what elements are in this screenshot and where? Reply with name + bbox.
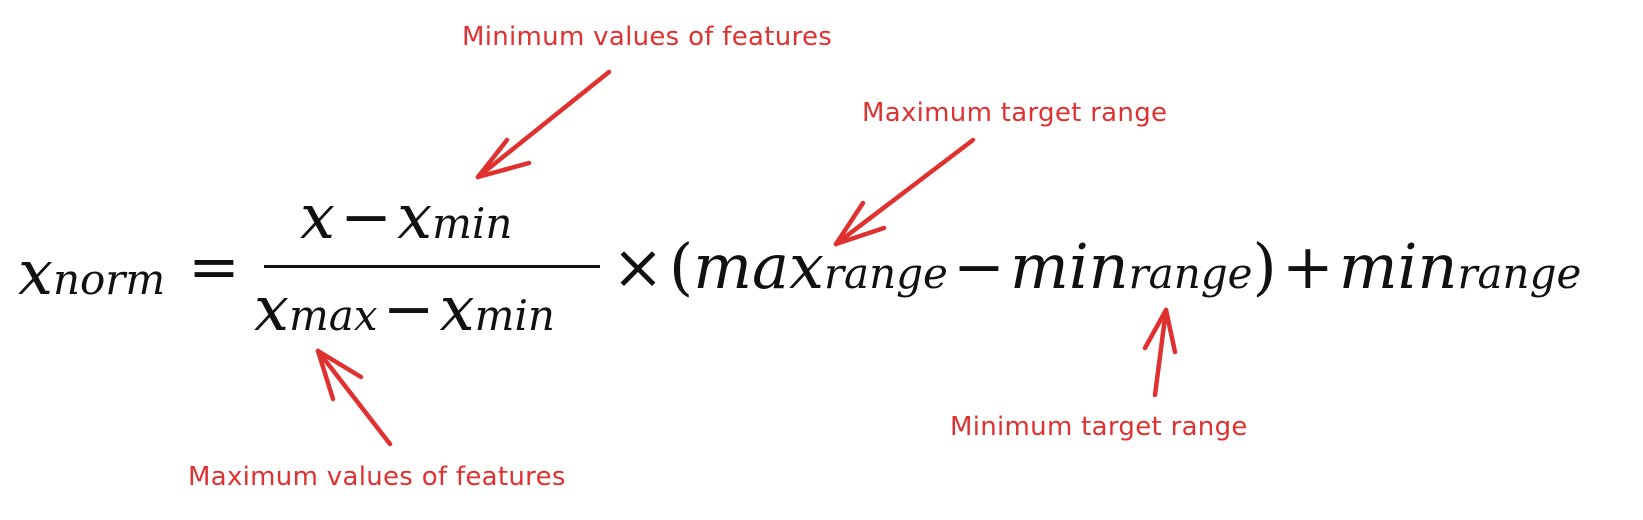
label-max-target: Maximum target range [862, 98, 1168, 128]
numerator-xmin-sub: min [432, 199, 513, 248]
min-range-2-sub: range [1457, 249, 1582, 298]
plus-sign: + [1281, 230, 1334, 303]
numerator-minus: − [340, 180, 393, 253]
label-min-features: Minimum values of features [462, 22, 833, 52]
denominator-xmin-base: x [439, 272, 475, 345]
arrow-min-target-icon [1142, 307, 1178, 398]
minus-sign: − [953, 230, 1005, 303]
max-range-sub: range [823, 249, 948, 298]
numerator-xmin-base: x [397, 180, 433, 253]
left-paren: ( [669, 230, 694, 303]
max-range-base: max [693, 230, 824, 303]
label-min-target: Minimum target range [950, 412, 1248, 442]
times-sign: × [612, 230, 664, 303]
numerator: x − xmin [300, 180, 512, 253]
min-range-2-base: min [1338, 230, 1458, 303]
equals-sign: = [188, 230, 240, 303]
denominator-xmax-base: x [254, 272, 289, 345]
arrow-max-features-icon [315, 348, 393, 447]
numerator-x: x [300, 180, 335, 253]
denominator-xmin-sub: min [474, 291, 555, 340]
right-paren: ) [1252, 230, 1277, 303]
rhs-expression: × (maxrange − minrange) + minrange [612, 230, 1581, 303]
arrow-max-target-icon [833, 137, 976, 247]
label-max-features: Maximum values of features [188, 462, 566, 492]
denominator: xmax − xmin [254, 272, 555, 345]
min-range-base: min [1010, 230, 1129, 303]
fraction-bar [264, 265, 600, 268]
lhs-base: x [18, 236, 53, 309]
arrow-min-features-icon [475, 69, 612, 180]
denominator-minus: − [382, 272, 435, 345]
min-range-sub: range [1128, 249, 1253, 298]
denominator-xmax-sub: max [288, 291, 378, 340]
lhs-x-norm: xnorm [18, 236, 165, 309]
lhs-sub: norm [52, 255, 166, 304]
